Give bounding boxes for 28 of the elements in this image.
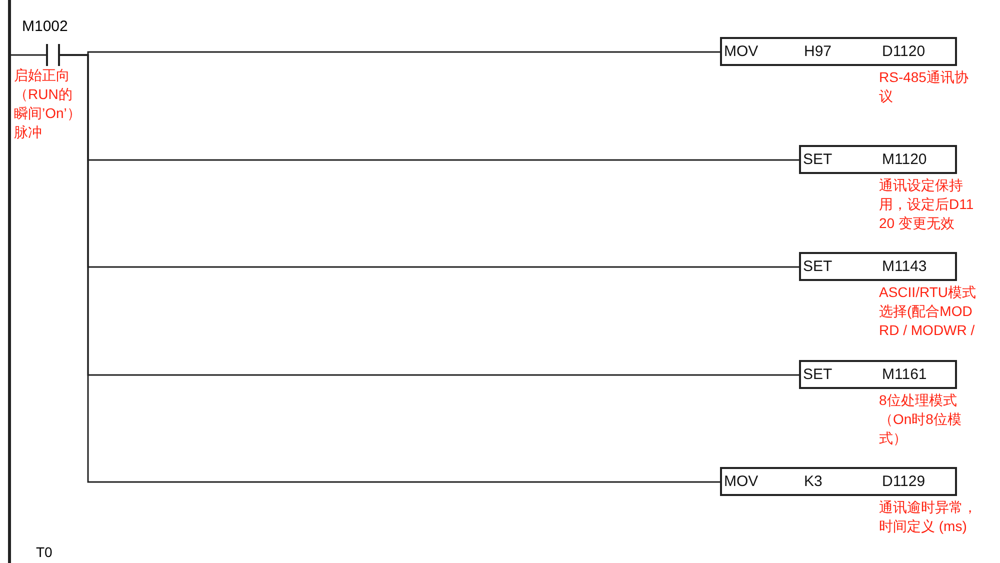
device-operand: M1161	[882, 366, 927, 383]
instruction-box	[799, 252, 957, 281]
comment-text: ASCII/RTU模式选择(配合MODRD / MODWR /	[879, 283, 977, 340]
comment-text: 通讯设定保持用，设定后D1120 变更无效	[879, 176, 975, 233]
comment-text: 8位处理模式（On时8位模式）	[879, 391, 962, 448]
contact-address: T0	[36, 544, 52, 560]
instruction-box	[720, 467, 957, 496]
contact-address: M1002	[22, 18, 68, 35]
instruction-mnemonic: SET	[803, 366, 832, 383]
instruction-mnemonic: SET	[803, 151, 832, 168]
comment-text: 通讯逾时异常，时间定义 (ms)	[879, 498, 977, 536]
source-operand: K3	[804, 473, 822, 490]
source-operand: H97	[804, 43, 832, 60]
power-rail	[8, 0, 11, 563]
destination-operand: D1129	[882, 473, 926, 490]
comment-text: 启始正向（RUN的瞬间’On’）脉冲	[14, 66, 82, 142]
ladder-rung-line	[60, 54, 720, 483]
instruction-mnemonic: SET	[803, 258, 832, 275]
destination-operand: D1120	[882, 43, 926, 60]
instruction-box	[720, 37, 957, 66]
instruction-mnemonic: MOV	[724, 43, 758, 60]
instruction-mnemonic: MOV	[724, 473, 758, 490]
ladder-rung-line	[11, 54, 46, 56]
instruction-box	[799, 145, 957, 174]
instruction-box	[799, 360, 957, 389]
device-operand: M1143	[882, 258, 927, 275]
device-operand: M1120	[882, 151, 927, 168]
comment-text: RS-485通讯协议	[879, 68, 970, 106]
